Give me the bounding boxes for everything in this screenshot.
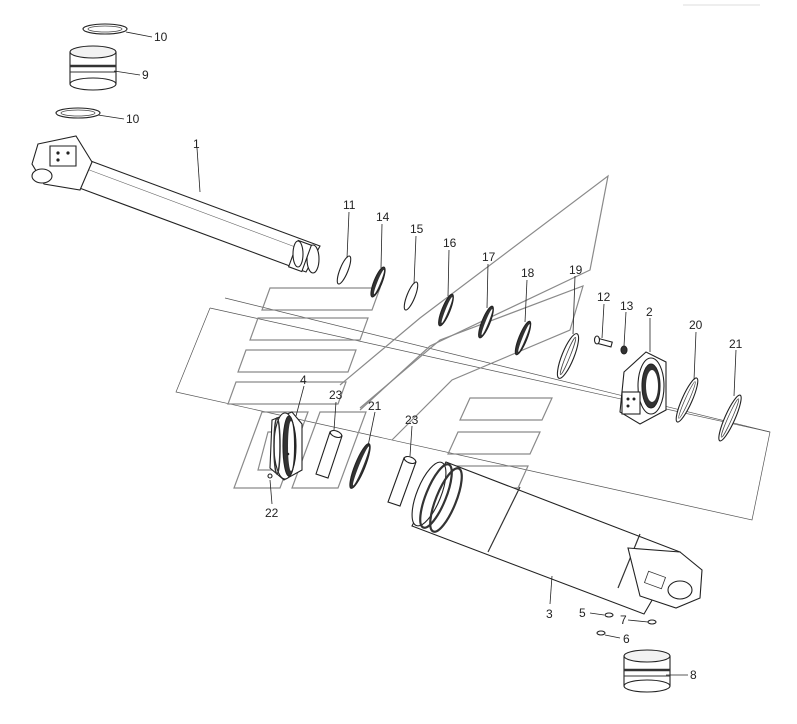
callout-13: 13 (620, 299, 634, 313)
callout-15: 15 (410, 222, 424, 236)
part-8-bushing (623, 649, 671, 693)
part-20-ring (675, 377, 699, 423)
part-16-seal (438, 293, 454, 327)
part-13-washer (620, 345, 628, 355)
part-21-right-ring (718, 394, 742, 442)
callout-16: 16 (443, 236, 457, 250)
callout-12: 12 (597, 290, 611, 304)
part-4-guide-sleeve (269, 411, 303, 481)
callout-21-mid: 21 (368, 399, 382, 413)
part-18-seal (514, 320, 532, 356)
callout-18: 18 (521, 266, 535, 280)
part-2-piston (619, 351, 667, 425)
callout-5: 5 (579, 606, 586, 620)
callout-23-left: 23 (329, 388, 343, 402)
part-6-fitting (596, 630, 606, 636)
callout-19: 19 (569, 263, 583, 277)
part-1-piston-rod (31, 135, 321, 274)
part-22-pin (267, 473, 273, 479)
callout-17: 17 (482, 250, 496, 264)
callout-14: 14 (376, 210, 390, 224)
callout-22: 22 (265, 506, 279, 520)
part-23-right-bushing (387, 455, 417, 507)
callout-7: 7 (620, 613, 627, 627)
callout-3: 3 (546, 607, 553, 621)
part-11-seal (336, 255, 352, 285)
leader-lines (97, 31, 737, 676)
callout-8: 8 (690, 668, 697, 682)
part-15-seal (403, 281, 419, 311)
callout-9: 9 (142, 68, 149, 82)
callout-labels: 10 9 10 1 11 14 15 16 17 18 19 12 13 2 2… (126, 30, 743, 682)
callout-4: 4 (300, 373, 307, 387)
part-14-seal (370, 266, 386, 298)
part-7-fitting (647, 619, 657, 625)
callout-10-top: 10 (154, 30, 168, 44)
callout-1: 1 (193, 137, 200, 151)
callout-6: 6 (623, 632, 630, 646)
callout-21-right: 21 (729, 337, 743, 351)
part-10-top-ring (82, 23, 128, 35)
callout-11: 11 (343, 198, 356, 212)
part-9-bushing (69, 45, 117, 91)
part-23-left-bushing (315, 429, 343, 479)
part-17-seal (478, 305, 494, 339)
callout-10-mid: 10 (126, 112, 140, 126)
part-21-mid-ring (349, 443, 371, 489)
part-12-bolt (593, 335, 613, 348)
callout-23-right: 23 (405, 413, 419, 427)
part-10-mid-ring (55, 107, 101, 119)
part-3-cylinder-barrel (411, 461, 703, 615)
part-5-fitting (604, 612, 614, 618)
part-19-seal (556, 333, 580, 379)
callout-20: 20 (689, 318, 703, 332)
callout-2: 2 (646, 305, 653, 319)
